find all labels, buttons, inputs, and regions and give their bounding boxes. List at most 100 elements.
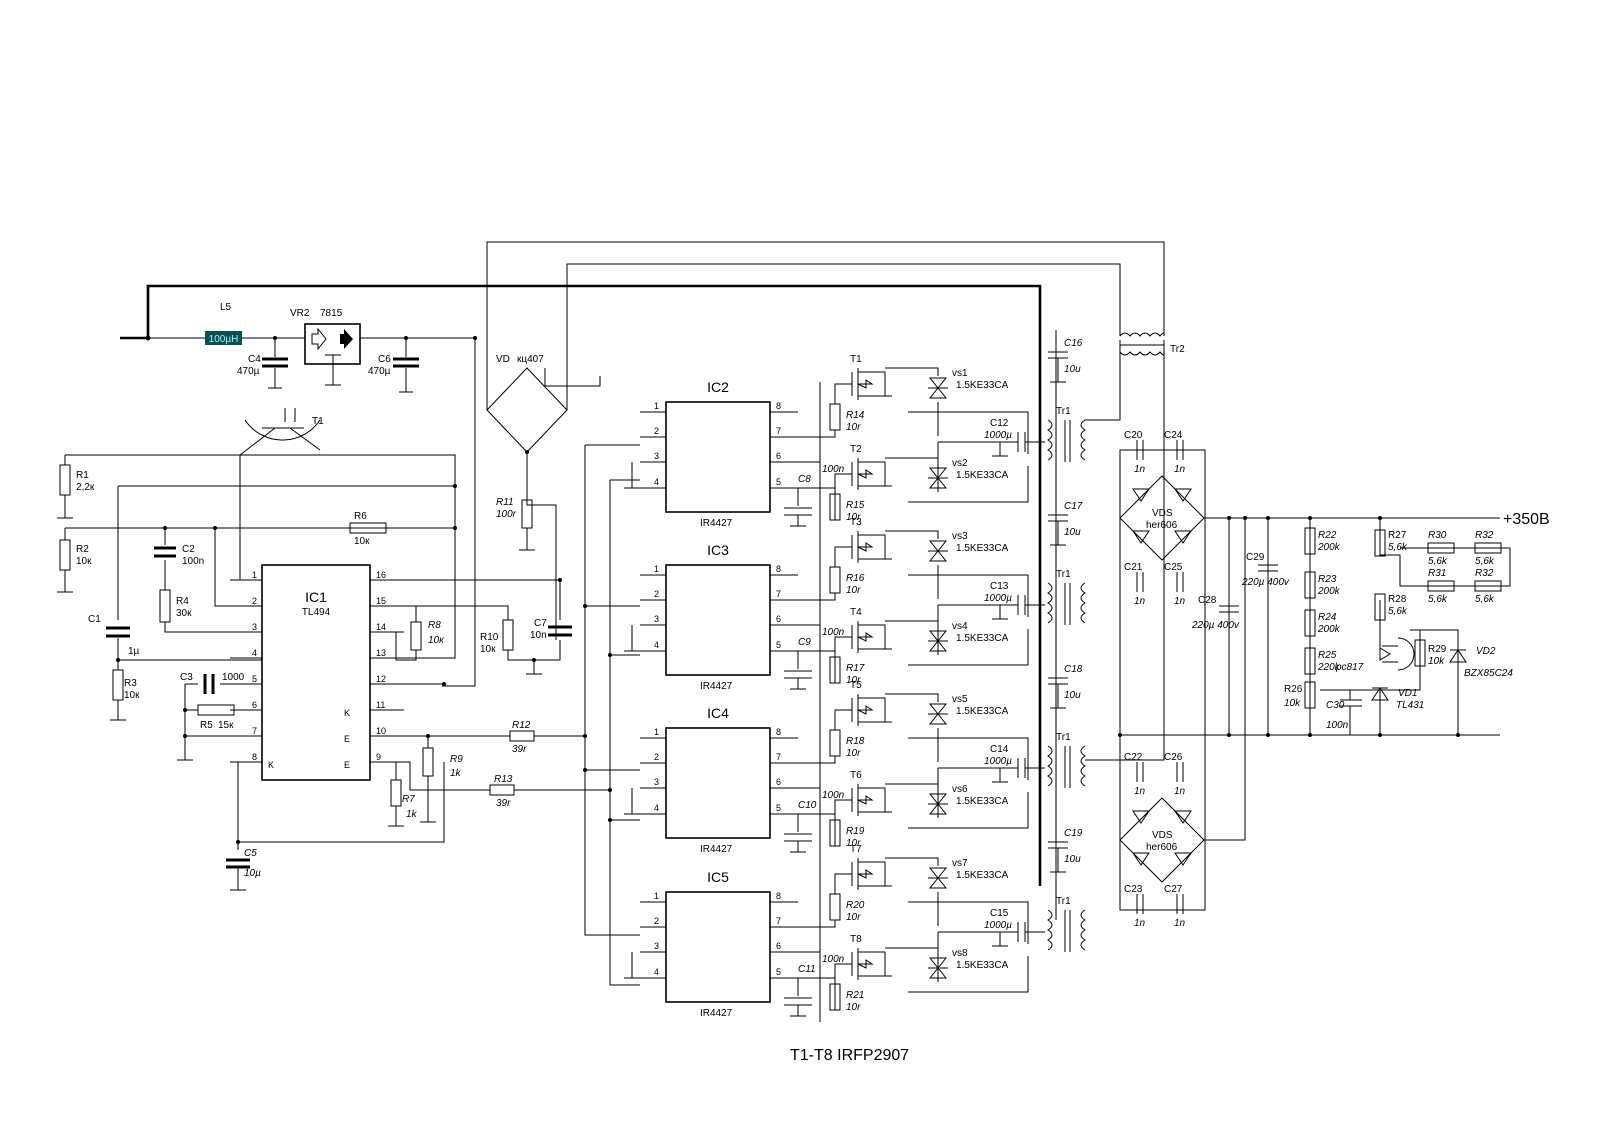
coupling-cap-name: C12 xyxy=(990,418,1009,429)
driver-part: IR4427 xyxy=(700,1008,733,1019)
left-wiring xyxy=(64,454,610,850)
svg-text:Tr2: Tr2 xyxy=(1170,344,1185,355)
gate-resistor-name: R15 xyxy=(846,500,865,511)
mosfet-name: T1 xyxy=(850,354,862,365)
resistor-r5: R5 15к xyxy=(197,704,235,731)
svg-text:R5: R5 xyxy=(200,720,213,731)
pin-label: 4 xyxy=(654,640,659,650)
mosfet-name: T5 xyxy=(850,680,862,691)
svg-text:R13: R13 xyxy=(494,774,513,785)
coupling-cap xyxy=(938,922,1045,942)
ic1: IC1 TL494 1 2 3 4 5 6 7 8 16 15 14 13 12… xyxy=(252,564,386,781)
driver-part: IR4427 xyxy=(700,518,733,529)
snubber-cap-name: C21 xyxy=(1124,562,1143,573)
rectifier-diode xyxy=(1132,810,1150,824)
gate-resistor-value: 10r xyxy=(846,512,861,523)
series-name: R31 xyxy=(1428,568,1446,579)
svg-text:C7: C7 xyxy=(534,618,547,629)
pin-label: 3 xyxy=(654,451,659,461)
driver-name: IC5 xyxy=(707,869,729,885)
pin-label: 7 xyxy=(776,426,781,436)
tvs-diode xyxy=(928,703,948,725)
resistor-r4: R4 30к xyxy=(159,589,192,623)
r32-value: 5,6k xyxy=(1475,556,1495,567)
divider-value: 200k xyxy=(1317,624,1341,635)
snubber-cap-name: C23 xyxy=(1124,884,1143,895)
svg-text:1000: 1000 xyxy=(222,672,245,683)
tvs-name: vs7 xyxy=(952,858,968,869)
snubber-cap-value: 1n xyxy=(1174,596,1186,607)
pin-label: 3 xyxy=(654,941,659,951)
c30-value: 100n xyxy=(1326,720,1349,731)
feedback-value: 5,6k xyxy=(1388,542,1408,553)
pin-label: 6 xyxy=(776,941,781,951)
divider-value: 200k xyxy=(1317,542,1341,553)
snubber-cap-name: C22 xyxy=(1124,752,1143,763)
pin-label: 1 xyxy=(654,564,659,574)
resistor-r3: R3 10к xyxy=(110,669,140,721)
tvs-diode xyxy=(928,630,948,652)
svg-text:15к: 15к xyxy=(218,720,234,731)
svg-text:10к: 10к xyxy=(354,536,370,547)
c30-name: C30 xyxy=(1326,700,1345,711)
ic1-name: IC1 xyxy=(305,589,327,605)
svg-text:30к: 30к xyxy=(176,608,192,619)
svg-text:K: K xyxy=(268,760,274,770)
mosfet-name: T7 xyxy=(850,844,862,855)
divider-value: 200k xyxy=(1317,586,1341,597)
tvs-name: vs1 xyxy=(952,368,968,379)
snubber-cap-value: 1n xyxy=(1134,464,1146,475)
snubber-cap-value: 1n xyxy=(1174,464,1186,475)
pin-label: 6 xyxy=(776,777,781,787)
svg-text:R8: R8 xyxy=(428,620,441,631)
bridge-vd: VD кц407 xyxy=(486,241,1165,640)
tvs-diode xyxy=(928,377,948,399)
snubber-cap xyxy=(1136,762,1144,782)
divider-name: R23 xyxy=(1318,574,1337,585)
gate-resistor-value: 10r xyxy=(846,585,861,596)
svg-text:1µ: 1µ xyxy=(128,646,140,657)
transformer-tr1 xyxy=(1047,909,1086,952)
rectifier-name: VDS xyxy=(1152,508,1173,519)
driver-name: IC3 xyxy=(707,542,729,558)
opto-transistor-t1: T1 xyxy=(239,408,324,456)
pin-label: 8 xyxy=(776,564,781,574)
transformer-tr1-label: Tr1 xyxy=(1056,732,1071,743)
decoupling-cap xyxy=(784,650,812,690)
bus-cap xyxy=(1048,677,1068,709)
wire-vr-out xyxy=(442,338,476,687)
divider-value: 220k xyxy=(1317,662,1341,673)
decoupling-cap-value: 100n xyxy=(822,954,845,965)
regulator-vr2: VR2 7815 xyxy=(290,308,361,386)
svg-text:220µ 400v: 220µ 400v xyxy=(1191,620,1240,631)
gate-resistor xyxy=(829,729,841,757)
capacitor-c30: C30 100n xyxy=(1326,690,1362,735)
r32-name: R32 xyxy=(1475,568,1494,579)
gate-resistor-name: R19 xyxy=(846,826,865,837)
snubber-cap-name: C20 xyxy=(1124,430,1143,441)
pin-label: 6 xyxy=(776,614,781,624)
svg-text:C29: C29 xyxy=(1246,552,1265,563)
tvs-name: vs4 xyxy=(952,621,968,632)
decoupling-cap xyxy=(784,977,812,1017)
bus-cap-name: C16 xyxy=(1064,338,1083,349)
decoupling-cap-name: C9 xyxy=(798,637,811,648)
svg-text:16: 16 xyxy=(376,570,386,580)
svg-text:39r: 39r xyxy=(512,744,527,755)
svg-text:10: 10 xyxy=(376,726,386,736)
bus-cap xyxy=(1048,841,1068,873)
gate-resistor xyxy=(829,566,841,594)
pin-label: 8 xyxy=(776,727,781,737)
svg-text:E: E xyxy=(344,734,350,744)
pin-label: 7 xyxy=(776,589,781,599)
tvs-part: 1.5KE33CA xyxy=(956,470,1009,481)
coupling-cap-value: 1000µ xyxy=(984,430,1012,441)
rectifier-bridges: VDSher606C201nC241nC211nC251nVDSher606C2… xyxy=(1119,430,1205,929)
r29-name: R29 xyxy=(1428,644,1447,655)
svg-text:R3: R3 xyxy=(124,678,137,689)
pin-label: 5 xyxy=(776,640,781,650)
